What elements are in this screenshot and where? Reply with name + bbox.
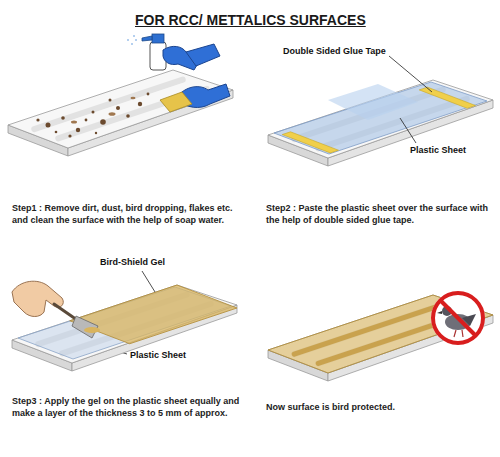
step-text: Step3 : Apply the gel on the plastic she…: [12, 396, 240, 419]
callout-label: Double Sided Glue Tape: [283, 46, 386, 56]
step-text: Step2 : Paste the plastic sheet over the…: [266, 203, 494, 226]
cleaning-hands: [127, 34, 230, 112]
no-bird-sign: [431, 291, 485, 345]
callout-label: Plastic Sheet: [410, 145, 466, 155]
callout-label: Plastic Sheet: [130, 350, 186, 360]
hand-spatula: [12, 281, 100, 338]
step-text: Step1 : Remove dirt, dust, bird dropping…: [12, 203, 238, 226]
slab-with-sheet: [268, 80, 493, 166]
page-title: FOR RCC/ METTALICS SURFACES: [135, 12, 366, 28]
slab-dirty: [8, 70, 233, 156]
callout-label: Bird-Shield Gel: [100, 257, 165, 267]
result-text: Now surface is bird protected.: [266, 402, 494, 414]
